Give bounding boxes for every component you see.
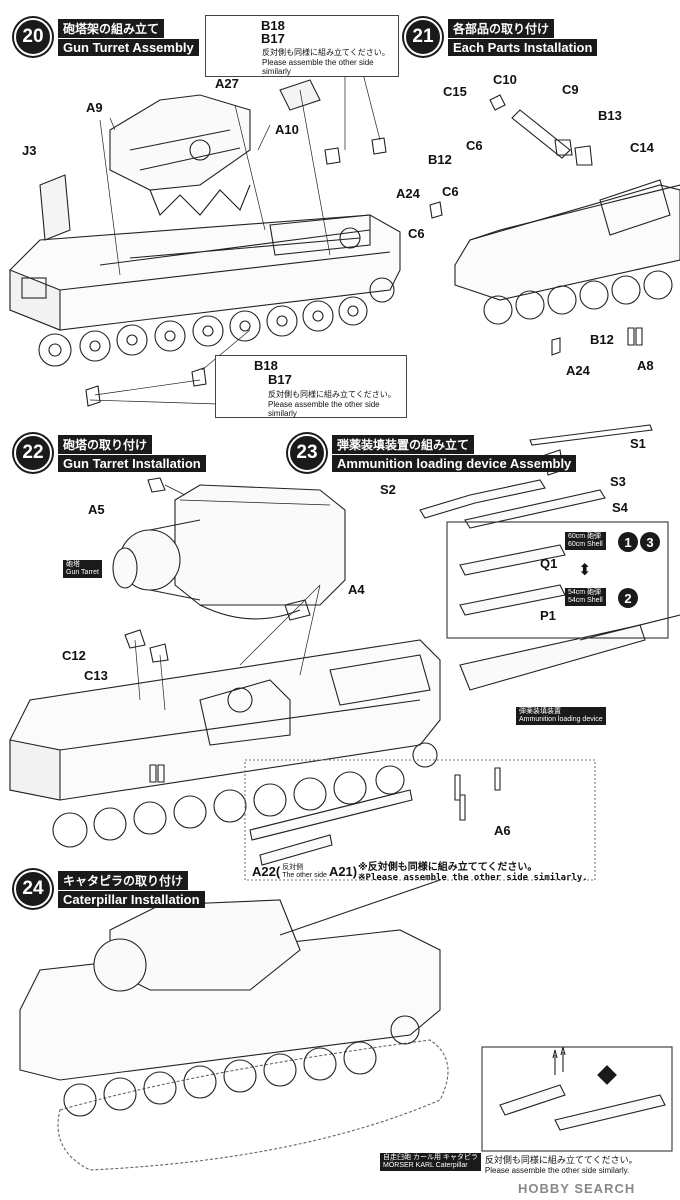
label-q1: Q1 [540,556,558,571]
loading-device-en: Ammunition loading device [519,716,603,724]
step-20-number: 20 [14,18,52,56]
label-s3: S3 [610,474,626,489]
step-24-title-en: Caterpillar Installation [58,890,205,908]
label-c14: C14 [630,140,654,155]
label-c15: C15 [443,84,467,99]
shell-54-jp: 54cm 砲弾 [568,589,602,596]
badge-1: 1 [618,532,638,552]
label-j3: J3 [22,143,37,158]
loading-device-caption: 弾薬装填装置 Ammunition loading device [516,707,606,726]
label-b13: B13 [598,108,622,123]
label-a24-b: A24 [566,363,590,378]
step-23-number: 23 [288,434,326,472]
step-22-note-jp: ※反対側も同様に組み立ててください。 [358,862,538,873]
label-b17-bottom: B17 [268,372,292,387]
step-20-header: 20 砲塔架の組み立て Gun Turret Assembly [14,18,199,56]
hobby-search-watermark: HOBBY SEARCH [518,1181,636,1196]
label-c6-b: C6 [442,184,459,199]
step20-gun-frame-drawing [39,79,321,241]
note-en-bottom: Please assemble the other side similarly [268,400,380,418]
up-down-arrow-icon: ⬍ [578,562,592,579]
label-b12-a: B12 [428,152,452,167]
badge-3: 3 [640,532,660,552]
other-side-en: The other side [282,872,327,879]
turret-caption: 砲塔 Gun Tarret [63,560,102,579]
step-24-header: 24 キャタピラの取り付け Caterpillar Installation [14,870,205,908]
step24-vehicle-drawing [19,879,449,1171]
step-22-note-en: ※Please assemble the other side similarl… [358,873,588,883]
step-20-note-box-bottom: B18 B17 反対側も同様に組み立てください。 Please assemble… [215,355,407,418]
step20-hull-drawing [9,214,401,367]
step-21-title-jp: 各部品の取り付け [448,18,555,38]
label-c12: C12 [62,648,86,663]
step-20-note-box-top: B18 B17 反対側も同様に組み立てください。 Please assemble… [205,15,399,77]
label-b12-b: B12 [590,332,614,347]
shell-54-en: 54cm Shell [568,597,603,605]
label-c13: C13 [84,668,108,683]
label-a6: A6 [494,823,511,838]
step-22-title-en: Gun Tarret Installation [58,454,206,472]
label-a5: A5 [88,502,105,517]
step-23-title-jp: 弾薬装填装置の組み立て [332,434,475,454]
label-a9: A9 [86,100,103,115]
step-20-title-en: Gun Turret Assembly [58,38,199,56]
step-24-note: 反対側も同様に組み立ててください。 Please assemble the ot… [485,1153,638,1175]
step-24-title-jp: キャタピラの取り付け [58,870,189,890]
label-a8: A8 [637,358,654,373]
karl-caterpillar-jp: 自走臼砲 カール用 キャタピラ [383,1154,478,1161]
caterpillar-caption-row: 自走臼砲 カール用 キャタピラ MÖRSER KARL Caterpillar … [380,1153,638,1175]
step-22-header: 22 砲塔の取り付け Gun Tarret Installation [14,434,206,472]
label-b17-top: B17 [261,31,285,46]
step-22-title-jp: 砲塔の取り付け [58,434,153,454]
label-c9: C9 [562,82,579,97]
label-s2: S2 [380,482,396,497]
note-jp-bottom: 反対側も同様に組み立てください。 [268,390,396,399]
step-23-title-en: Ammunition loading device Assembly [332,454,577,472]
a22-a21-label-group: A22( 反対側 The other side A21) [252,862,357,879]
step-20-title-jp: 砲塔架の組み立て [58,18,165,38]
turret-caption-jp: 砲塔 [66,561,80,568]
shell-60-caption: 60cm 砲弾 60cm Shell [565,532,606,551]
label-a21: A21) [328,864,358,879]
karl-caterpillar-caption: 自走臼砲 カール用 キャタピラ MÖRSER KARL Caterpillar [380,1153,481,1172]
label-a10: A10 [275,122,299,137]
step-21-number: 21 [404,18,442,56]
label-a4: A4 [348,582,365,597]
label-s4: S4 [612,500,628,515]
step-24-number: 24 [14,870,52,908]
step-21-title-en: Each Parts Installation [448,38,598,56]
step-24-note-jp: 反対側も同様に組み立ててください。 [484,1155,638,1165]
badge-2: 2 [618,588,638,608]
other-side-caption: 反対側 The other side [282,862,327,879]
label-c6-c: C6 [408,226,425,241]
loading-device-jp: 弾薬装填装置 [519,708,561,715]
label-a27: A27 [215,76,239,91]
label-s1: S1 [630,436,646,451]
shell-54-caption: 54cm 砲弾 54cm Shell [565,588,606,607]
label-b18-top: B18 [261,18,285,33]
other-side-jp: 反対側 [282,864,304,871]
step-23-header: 23 弾薬装填装置の組み立て Ammunition loading device… [288,434,577,472]
label-a22: A22( [252,864,281,879]
shell-60-en: 60cm Shell [568,541,603,549]
label-c6-a: C6 [466,138,483,153]
step-22-number: 22 [14,434,52,472]
step-21-header: 21 各部品の取り付け Each Parts Installation [404,18,598,56]
step22-turret-drawing [112,477,346,621]
step-24-note-en: Please assemble the other side similarly… [484,1166,630,1175]
turret-caption-en: Gun Tarret [66,569,99,577]
note-jp-top: 反対側も同様に組み立てください。 [262,48,390,57]
step-22-bottom-note: ※反対側も同様に組み立ててください。 ※Please assemble the … [358,858,588,883]
label-p1: P1 [540,608,556,623]
note-en-top: Please assemble the other side similarly [262,58,374,76]
step22-hull-drawing [9,629,441,848]
karl-caterpillar-en: MÖRSER KARL Caterpillar [383,1162,468,1170]
shell-60-jp: 60cm 砲弾 [568,533,602,540]
label-a24-a: A24 [396,186,420,201]
label-c10: C10 [493,72,517,87]
step21-hull-drawing [429,94,680,356]
label-b18-bottom: B18 [254,358,278,373]
